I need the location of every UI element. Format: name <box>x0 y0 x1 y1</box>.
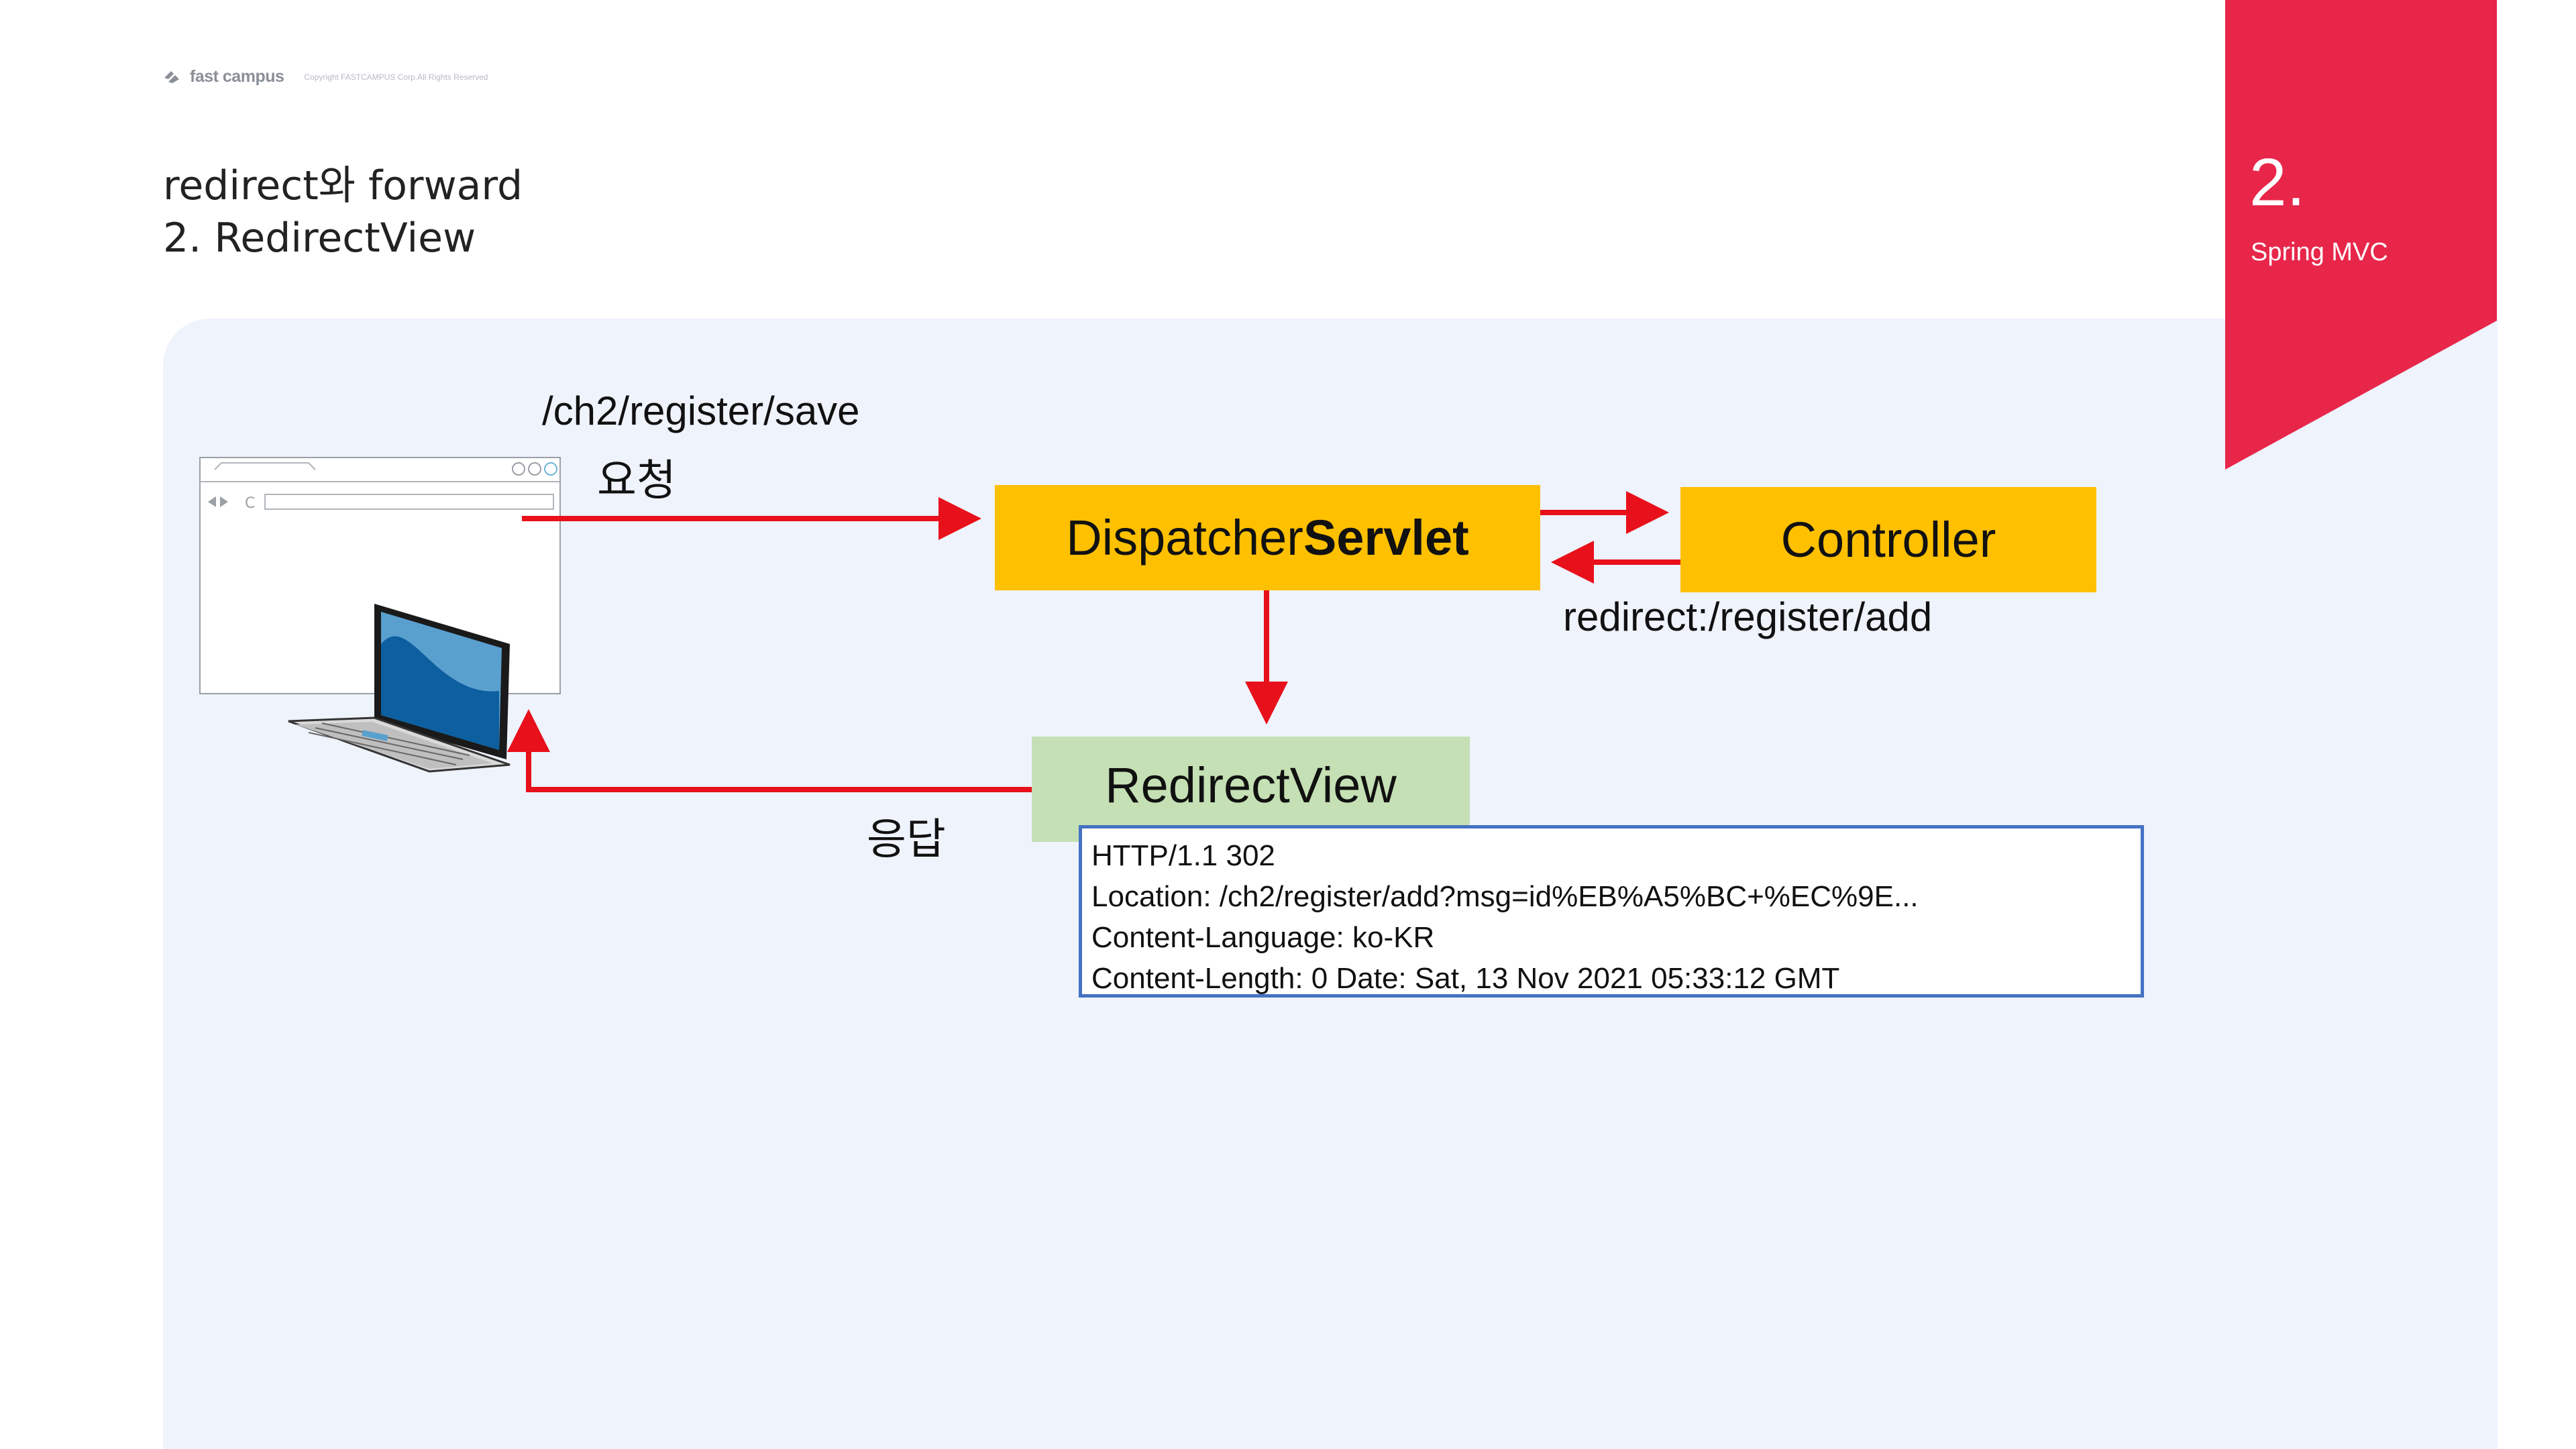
dispatcher-label-prefix: Dispatcher <box>1066 510 1303 566</box>
fastcampus-logo-icon <box>164 70 179 83</box>
redirect-label: redirect:/register/add <box>1563 594 1933 639</box>
chapter-number: 2. <box>2249 145 2306 220</box>
response-line: HTTP/1.1 302 <box>1091 839 1275 872</box>
response-label: 응답 <box>867 815 946 865</box>
response-line: Content-Language: ko-KR <box>1091 921 1435 954</box>
chapter-tab <box>2225 0 2497 470</box>
controller-box: Controller <box>1680 487 2096 592</box>
brand-header: fast campus Copyright FASTCAMPUS Corp.Al… <box>163 67 488 87</box>
brand-name: fast campus <box>190 67 284 86</box>
laptop-icon <box>288 604 511 773</box>
controller-label: Controller <box>1780 512 1996 568</box>
copyright-text: Copyright FASTCAMPUS Corp.All Rights Res… <box>304 72 488 82</box>
http-response-box: HTTP/1.1 302 Location: /ch2/register/add… <box>1079 825 2144 998</box>
request-label: 요청 <box>597 456 676 506</box>
dispatcher-label-bold: Servlet <box>1303 510 1469 566</box>
response-line: Location: /ch2/register/add?msg=id%EB%A5… <box>1091 880 1919 913</box>
slide-title: redirect와 forward <box>163 162 523 209</box>
svg-text:C: C <box>245 495 255 512</box>
redirect-view-label: RedirectView <box>1105 757 1397 813</box>
chapter-name: Spring MVC <box>2251 238 2388 266</box>
response-line: Content-Length: 0 Date: Sat, 13 Nov 2021… <box>1091 962 1840 995</box>
slide-subtitle: 2. RedirectView <box>163 215 476 262</box>
request-url-label: /ch2/register/save <box>542 388 860 433</box>
redirect-view-box: RedirectView <box>1032 737 1470 842</box>
